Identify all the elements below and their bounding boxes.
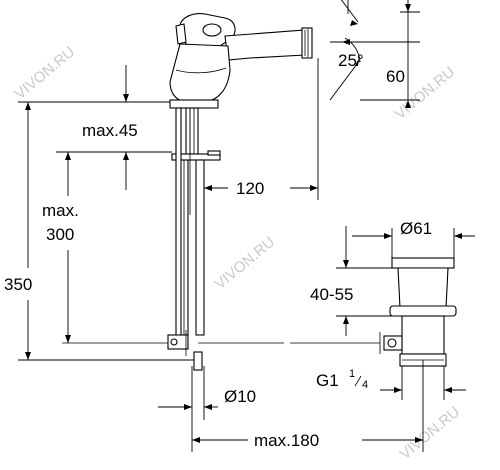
reach-label: 120 bbox=[236, 179, 264, 198]
waste-fitting bbox=[379, 257, 457, 367]
spout-height-label: 60 bbox=[386, 67, 405, 86]
faucet-body bbox=[62, 13, 380, 371]
thread-sup-label: 1 bbox=[349, 368, 355, 380]
rod-diameter-label: Ø10 bbox=[224, 387, 256, 406]
thread-label: G1 1 4 bbox=[316, 368, 368, 391]
thread-sub-label: 4 bbox=[362, 379, 368, 391]
max-180-label: max.180 bbox=[254, 431, 319, 450]
watermark: VIVON.RU bbox=[397, 403, 463, 463]
dimension-labels: 25° 60 max.45 120 max. 300 350 Ø61 40-55… bbox=[4, 51, 432, 450]
watermark: VIVON.RU bbox=[212, 233, 278, 293]
waste-diameter-label: Ø61 bbox=[400, 219, 432, 238]
max-300-label-line2: 300 bbox=[46, 225, 74, 244]
watermark: VIVON.RU bbox=[12, 43, 78, 103]
dimension-lines bbox=[18, 0, 475, 452]
max-300-label-line1: max. bbox=[42, 201, 79, 220]
waste-range-label: 40-55 bbox=[310, 285, 353, 304]
thread-main-label: G1 bbox=[316, 371, 339, 390]
angle-label: 25° bbox=[338, 51, 364, 70]
max-45-label: max.45 bbox=[82, 121, 138, 140]
total-height-label: 350 bbox=[4, 275, 32, 294]
